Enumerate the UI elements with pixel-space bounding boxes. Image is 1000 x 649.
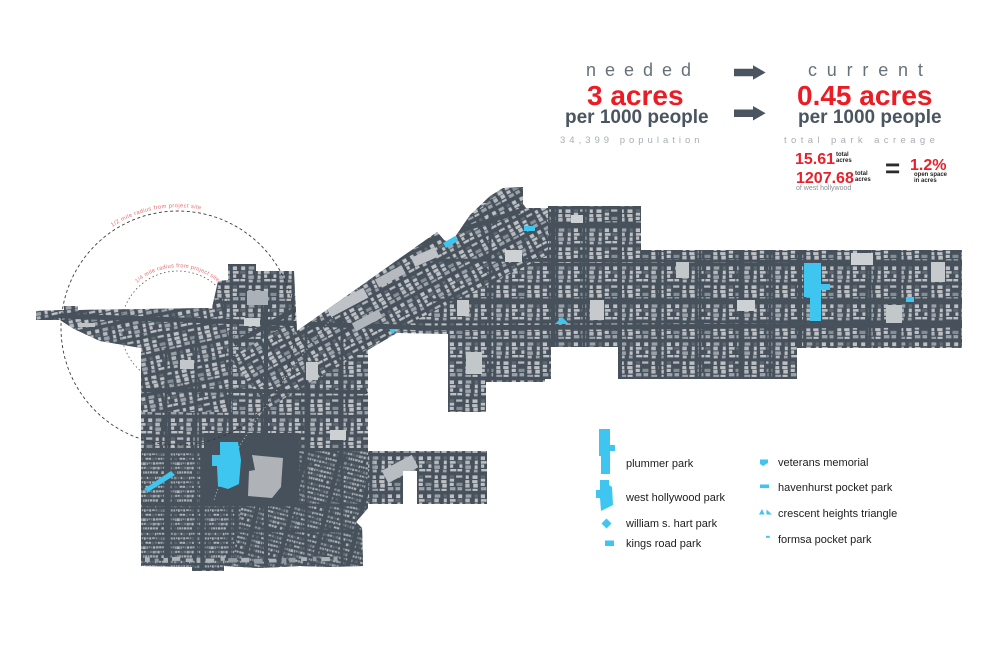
- svg-text:1/4 mile radius from project s: 1/4 mile radius from project site: [134, 263, 220, 284]
